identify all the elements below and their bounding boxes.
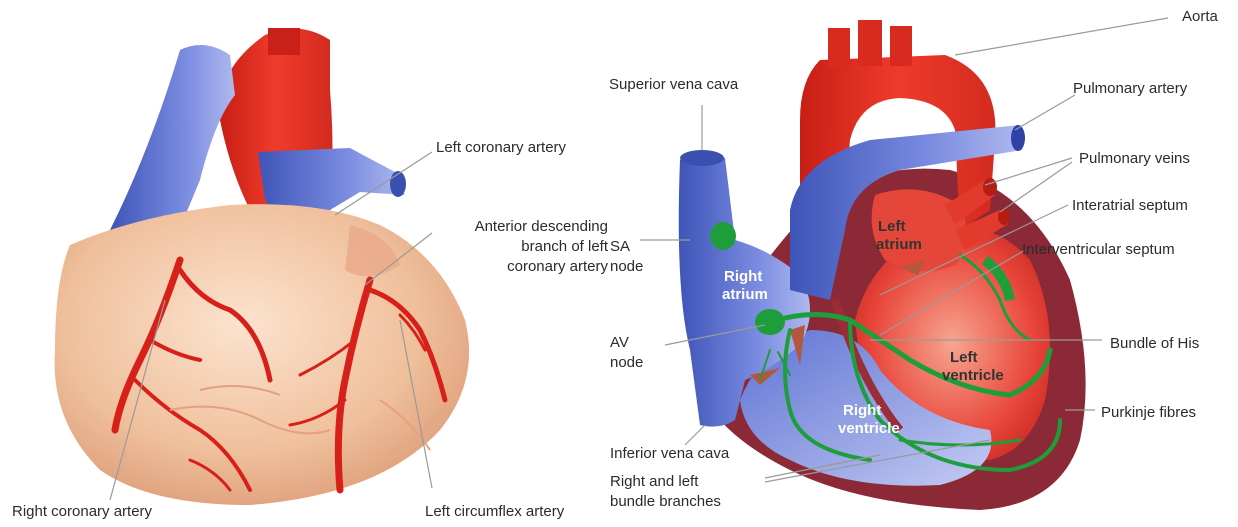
sa-node	[710, 222, 736, 250]
label-bundle-of-his: Bundle of His	[1110, 335, 1199, 353]
label-anterior-descending-line3: coronary artery	[507, 258, 608, 276]
external-heart	[55, 28, 470, 505]
label-av-node-line1: AV	[610, 334, 629, 352]
label-purkinje-fibres: Purkinje fibres	[1101, 404, 1196, 422]
inner-label-right-atrium-line1: Right	[724, 268, 762, 286]
label-inferior-vena-cava: Inferior vena cava	[610, 445, 729, 463]
label-bundle-branches-line2: bundle branches	[610, 493, 721, 511]
label-anterior-descending-line2: branch of left	[521, 238, 608, 256]
inner-label-right-ventricle-line2: ventricle	[838, 420, 900, 438]
inner-label-left-ventricle-line1: Left	[950, 349, 978, 367]
label-av-node-line2: node	[610, 354, 643, 372]
label-pulmonary-artery: Pulmonary artery	[1073, 80, 1187, 98]
label-anterior-descending-line1: Anterior descending	[475, 218, 608, 236]
inner-label-left-atrium-line1: Left	[878, 218, 906, 236]
label-superior-vena-cava: Superior vena cava	[609, 76, 738, 94]
av-node	[755, 309, 785, 335]
inner-label-right-atrium-line2: atrium	[722, 286, 768, 304]
inner-label-right-ventricle-line1: Right	[843, 402, 881, 420]
inner-label-left-ventricle-line2: ventricle	[942, 367, 1004, 385]
label-sa-node-line2: node	[610, 258, 643, 276]
label-pulmonary-veins: Pulmonary veins	[1079, 150, 1190, 168]
label-interatrial-septum: Interatrial septum	[1072, 197, 1188, 215]
label-aorta: Aorta	[1182, 8, 1218, 26]
label-right-coronary-artery: Right coronary artery	[12, 503, 152, 521]
inner-label-left-atrium-line2: atrium	[876, 236, 922, 254]
label-interventricular-septum: Interventricular septum	[1022, 241, 1175, 259]
label-sa-node-line1: SA	[610, 238, 630, 256]
label-bundle-branches-line1: Right and left	[610, 473, 698, 491]
label-left-coronary-artery: Left coronary artery	[436, 139, 566, 157]
label-left-circumflex-artery: Left circumflex artery	[425, 503, 564, 521]
